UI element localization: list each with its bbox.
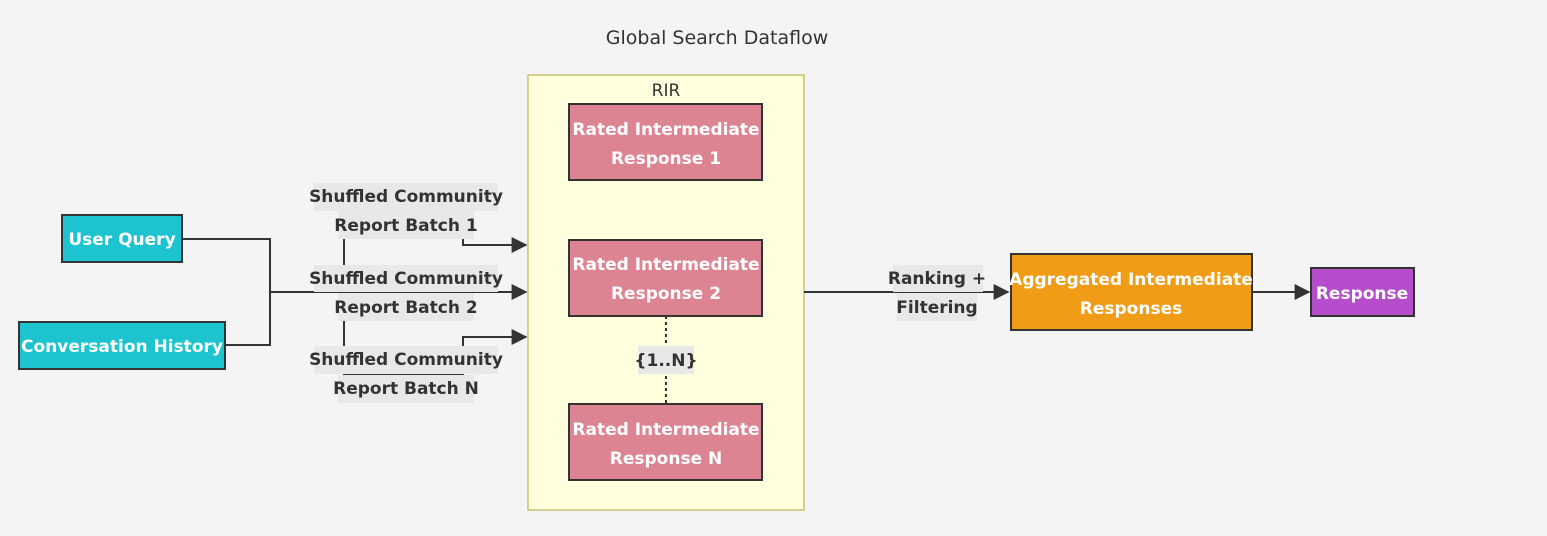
- edge-label-batch-1: Shuffled Community Report Batch 1: [309, 183, 503, 239]
- node-label-line2: Response 1: [611, 149, 721, 169]
- node-label-line1: Rated Intermediate: [572, 255, 759, 275]
- diagram-title: Global Search Dataflow: [606, 27, 828, 49]
- cluster-rir-label: RIR: [652, 81, 681, 101]
- edge-label-batch-2: Shuffled Community Report Batch 2: [309, 265, 503, 321]
- edge-label-line1: Ranking +: [888, 269, 986, 289]
- node-response[interactable]: Response: [1310, 267, 1415, 317]
- node-box: [568, 239, 763, 317]
- node-rated-intermediate-response-1[interactable]: Rated Intermediate Response 1: [568, 103, 763, 181]
- edge-label-line2: Report Batch 2: [334, 298, 477, 318]
- node-label-line1: Rated Intermediate: [572, 120, 759, 140]
- edge-label-batch-n: Shuffled Community Report Batch N: [309, 346, 503, 403]
- node-label-line2: Response N: [610, 449, 722, 469]
- node-box: [568, 403, 763, 481]
- node-box: [18, 321, 226, 370]
- edge-label-bg: [638, 346, 694, 374]
- edge-label-bg: [897, 293, 977, 321]
- node-label-line1: Aggregated Intermediate: [1009, 270, 1253, 290]
- node-box: [61, 214, 183, 263]
- edge-label-bg: [314, 265, 498, 292]
- node-box: [1310, 267, 1415, 317]
- edge-label-line2: Report Batch N: [333, 379, 479, 399]
- node-user-query[interactable]: User Query: [61, 214, 183, 263]
- edge-conversation-history: [225, 292, 271, 346]
- edge-label-line1: Shuffled Community: [309, 269, 503, 289]
- node-label: Conversation History: [21, 337, 223, 357]
- edge-label-bg: [338, 293, 474, 321]
- edge-label-range: {1..N}: [634, 346, 698, 374]
- edge-label-line1: Shuffled Community: [309, 350, 503, 370]
- edge-label-bg: [893, 265, 983, 292]
- node-rated-intermediate-response-2[interactable]: Rated Intermediate Response 2: [568, 239, 763, 317]
- node-label-line2: Response 2: [611, 284, 721, 304]
- edge-label-line1: {1..N}: [634, 351, 697, 371]
- edge-label-line2: Report Batch 1: [334, 216, 477, 236]
- edge-label-bg: [338, 211, 474, 239]
- edge-label-line2: Filtering: [896, 298, 977, 318]
- node-box: [1010, 253, 1253, 331]
- edge-label-bg: [314, 346, 498, 374]
- node-aggregated-intermediate-responses[interactable]: Aggregated Intermediate Responses: [1009, 253, 1253, 331]
- node-box: [568, 103, 763, 181]
- node-label-line1: Rated Intermediate: [572, 420, 759, 440]
- node-rated-intermediate-response-n[interactable]: Rated Intermediate Response N: [568, 403, 763, 481]
- edge-label-ranking: Ranking + Filtering: [888, 265, 986, 321]
- edge-label-line1: Shuffled Community: [309, 187, 503, 207]
- node-label-line2: Responses: [1080, 299, 1182, 319]
- edge-user-query: [182, 238, 271, 292]
- edge-label-bg: [314, 183, 498, 211]
- edge-label-bg: [338, 375, 474, 403]
- node-conversation-history[interactable]: Conversation History: [18, 321, 226, 370]
- node-label: User Query: [68, 230, 175, 250]
- node-label: Response: [1316, 284, 1408, 304]
